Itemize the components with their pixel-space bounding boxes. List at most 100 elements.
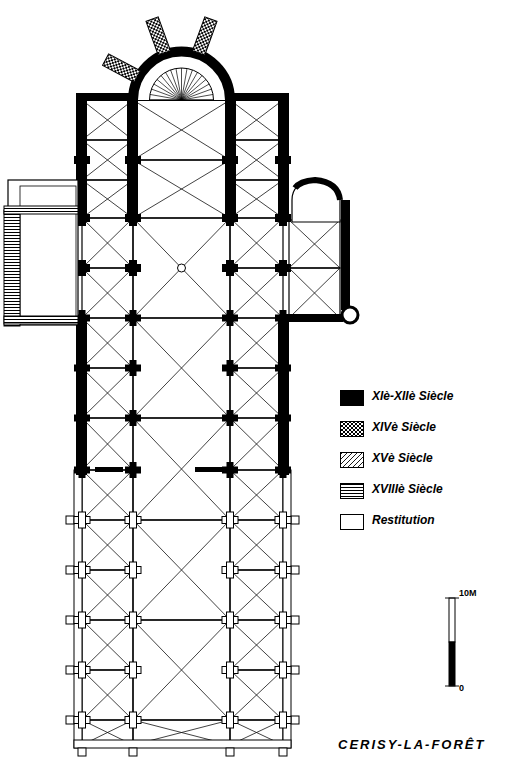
legend-swatch — [341, 453, 364, 468]
pier — [129, 260, 137, 276]
pier — [227, 410, 234, 426]
pier — [280, 410, 287, 426]
vault-rib — [82, 318, 133, 368]
pier — [226, 152, 234, 168]
scale-bar — [449, 642, 455, 686]
vault-rib — [445, 598, 459, 599]
legend-text: Restitution — [372, 514, 435, 528]
vault-rib — [230, 418, 283, 470]
vault-rib — [82, 100, 133, 140]
pier — [227, 612, 234, 628]
vault-bay — [82, 570, 133, 620]
pier — [279, 152, 287, 168]
pier — [79, 612, 86, 628]
apse-wall — [133, 51, 230, 100]
pier — [79, 462, 86, 478]
pier — [222, 517, 238, 524]
apse-buttress — [103, 54, 141, 82]
apse-fan — [161, 75, 182, 100]
vault-rib — [230, 368, 283, 418]
pier — [227, 310, 234, 326]
pier — [130, 612, 137, 628]
vault-rib — [82, 470, 133, 520]
vault-rib — [133, 418, 230, 520]
pier — [125, 617, 141, 624]
vault-bay — [230, 670, 283, 720]
vault-rib — [82, 620, 133, 670]
pier — [79, 567, 85, 573]
vault-rib — [230, 470, 283, 520]
vault-rib — [82, 620, 133, 670]
chapel-wall — [295, 180, 340, 200]
pier — [275, 567, 291, 574]
vault-rib — [230, 570, 283, 620]
vault-rib — [82, 268, 133, 318]
romanesque-wall — [95, 467, 123, 472]
pier — [130, 310, 137, 326]
pier — [280, 517, 286, 523]
pier — [79, 667, 85, 673]
pier — [275, 517, 291, 524]
pier — [78, 210, 86, 226]
pier — [280, 667, 286, 673]
romanesque-wall — [195, 467, 223, 472]
vault-rib — [230, 670, 283, 720]
apse-fan — [176, 68, 182, 100]
pier — [222, 717, 238, 724]
legend-text: XVè Siècle — [372, 452, 433, 466]
pier — [227, 712, 234, 728]
vault-rib — [230, 520, 283, 570]
legend-swatch — [341, 484, 364, 499]
vault-bay — [133, 520, 230, 620]
pier — [222, 667, 238, 674]
vault-rib — [289, 220, 340, 268]
vault-rib — [82, 268, 133, 318]
pier — [227, 717, 233, 723]
pier — [280, 712, 287, 728]
vault-rib — [230, 218, 283, 268]
vault-rib — [82, 570, 133, 620]
pier — [227, 517, 233, 523]
vault-rib — [230, 268, 283, 318]
pier — [130, 410, 137, 426]
vault-rib — [230, 620, 283, 670]
pier — [227, 562, 234, 578]
vault-bay — [230, 218, 283, 268]
vault-bay — [82, 470, 133, 520]
vault-rib — [230, 268, 283, 318]
pier — [130, 360, 137, 376]
vault-bay — [230, 520, 283, 570]
vault-rib — [133, 100, 230, 160]
pier — [280, 512, 287, 528]
vault-rib — [445, 686, 459, 687]
pier — [130, 567, 136, 573]
restored-wall — [74, 740, 291, 748]
pier — [79, 410, 86, 426]
scale-label: 0 — [459, 683, 464, 693]
pier — [79, 512, 86, 528]
vault-rib — [82, 418, 133, 470]
pier — [280, 360, 287, 376]
restored-buttress — [66, 666, 74, 674]
pier — [129, 152, 137, 168]
vault-bay — [82, 180, 133, 218]
vault-bay — [82, 318, 133, 368]
pier — [74, 567, 90, 574]
vault-rib — [230, 368, 283, 418]
vault-rib — [82, 218, 133, 268]
vault-bay — [82, 218, 133, 268]
pier — [130, 712, 137, 728]
pier — [227, 617, 233, 623]
vault-rib — [133, 160, 230, 218]
apse-fan — [182, 89, 212, 100]
pier — [129, 210, 137, 226]
apse-buttress — [192, 17, 217, 55]
apse-fan — [150, 68, 214, 100]
pier — [226, 210, 234, 226]
vault-bay — [82, 368, 133, 418]
pier — [227, 512, 234, 528]
vault-rib — [230, 100, 283, 140]
pier — [79, 617, 85, 623]
pier — [227, 462, 234, 478]
stair-turret — [342, 307, 358, 323]
